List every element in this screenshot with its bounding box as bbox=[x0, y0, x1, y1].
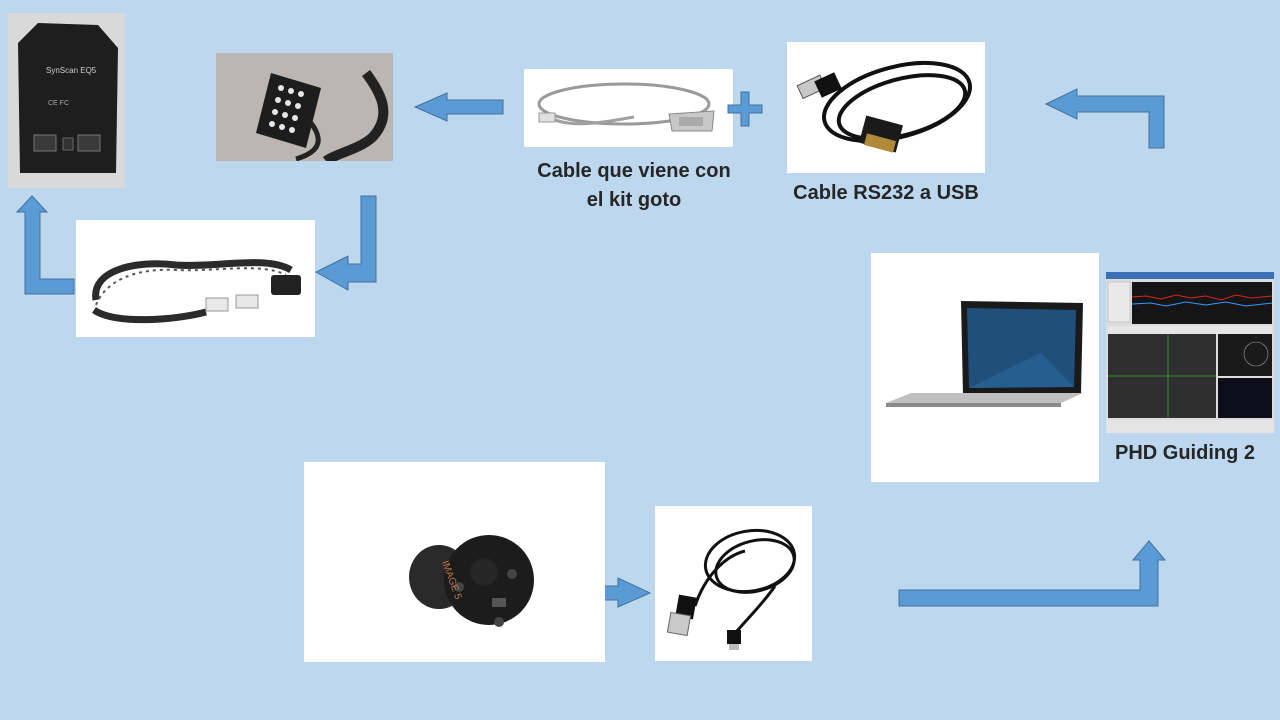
mount-controller-photo: SynScan EQ5 CE FC bbox=[8, 13, 125, 188]
synscan-label: SynScan EQ5 bbox=[46, 66, 97, 75]
arrow-bent-up-to-laptop bbox=[898, 540, 1167, 607]
goto-cable-caption: Cable que viene con el kit goto bbox=[520, 157, 748, 215]
coiled-rj-cable-photo bbox=[76, 220, 315, 337]
mount-controller-illustration: SynScan EQ5 CE FC bbox=[8, 13, 125, 188]
coiled-rj-cable-illustration bbox=[92, 259, 301, 324]
laptop-illustration bbox=[886, 301, 1083, 407]
usb-mini-cable-photo bbox=[655, 506, 812, 661]
phd-software-screenshot bbox=[1106, 272, 1274, 433]
guide-camera-illustration: IMAGE 5 bbox=[409, 535, 534, 627]
hand-controller-photo bbox=[216, 53, 393, 161]
arrow-down-left-to-coiled-cable bbox=[314, 195, 377, 291]
usb-serial-adapter-illustration bbox=[796, 61, 973, 153]
laptop-photo bbox=[871, 253, 1099, 482]
serial-cable-photo bbox=[524, 69, 733, 147]
arrow-left-to-hand-controller bbox=[413, 92, 504, 122]
hand-controller-illustration bbox=[216, 53, 393, 161]
guide-camera-photo: IMAGE 5 bbox=[304, 462, 605, 662]
phd-software-illustration bbox=[1106, 272, 1274, 433]
usb-mini-cable-illustration bbox=[666, 528, 797, 650]
plus-icon bbox=[727, 91, 763, 127]
rs232-usb-caption: Cable RS232 a USB bbox=[793, 182, 979, 204]
arrow-up-to-mount-controller bbox=[15, 195, 75, 295]
arrow-turn-left-from-right bbox=[1044, 88, 1165, 149]
goto-cable-caption-line-2: el kit goto bbox=[586, 189, 682, 211]
phd-caption: PHD Guiding 2 bbox=[1115, 442, 1255, 464]
serial-cable-illustration bbox=[537, 82, 715, 132]
svg-text:CE FC: CE FC bbox=[48, 100, 69, 107]
usb-serial-adapter-photo bbox=[787, 42, 985, 173]
goto-cable-caption-line-1: Cable que viene con bbox=[537, 160, 731, 182]
